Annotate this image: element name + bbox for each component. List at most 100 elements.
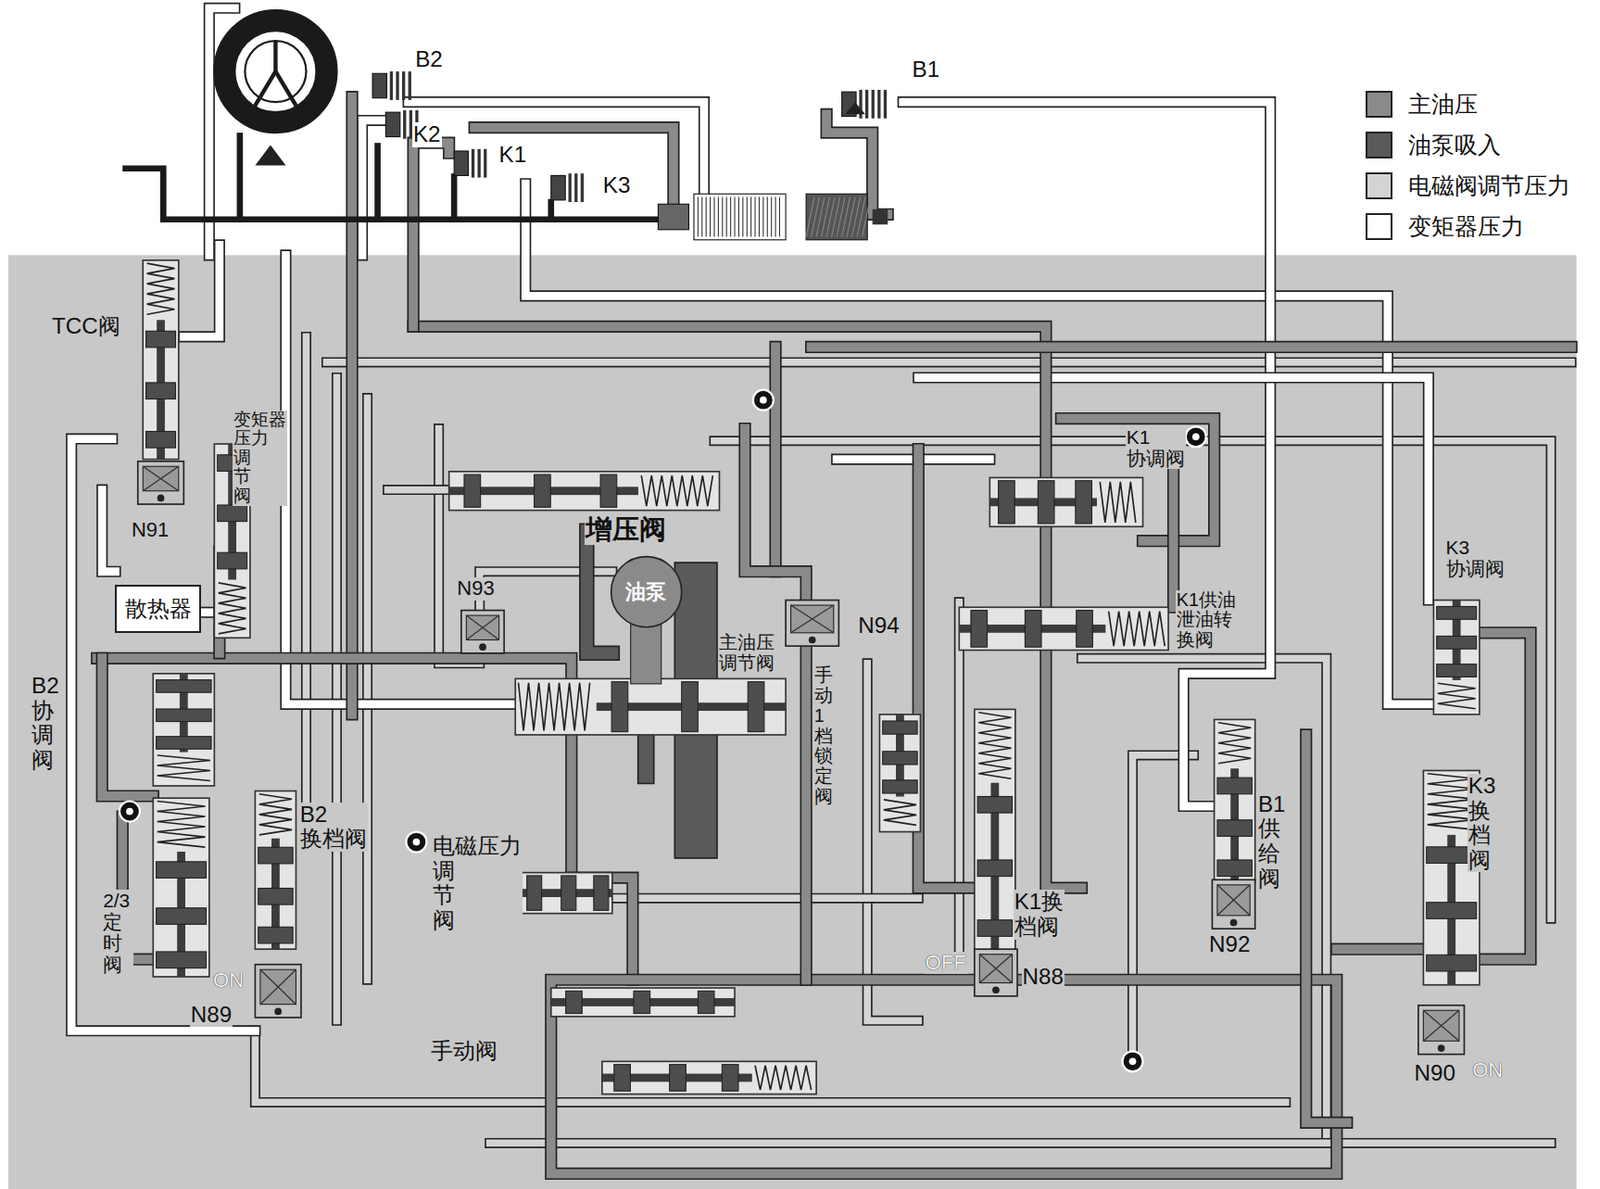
part-label: B2 换档阀 bbox=[299, 802, 368, 852]
valve-land bbox=[258, 926, 293, 944]
clutch-plate bbox=[580, 173, 584, 202]
gear-hatch bbox=[721, 197, 723, 238]
part-label: 手动1档锁定阀 bbox=[813, 665, 834, 807]
solenoid-body bbox=[1418, 1005, 1465, 1055]
valve-land bbox=[633, 990, 651, 1013]
passage-outline bbox=[811, 340, 1572, 353]
valve-land bbox=[1217, 859, 1252, 877]
label-line: K1换 bbox=[1014, 889, 1065, 915]
gear-hatch bbox=[806, 197, 815, 238]
valve-land bbox=[1217, 777, 1252, 794]
gear-hatch bbox=[831, 197, 841, 238]
passage bbox=[551, 979, 1337, 1173]
passage bbox=[525, 183, 1434, 705]
one-way-clutch bbox=[254, 144, 286, 165]
valve-spring bbox=[978, 712, 1011, 780]
valve-land bbox=[1024, 610, 1042, 648]
valve-land bbox=[1076, 610, 1094, 648]
solenoid-coil bbox=[142, 466, 179, 491]
legend-row: 电磁阀调节压力 bbox=[1365, 170, 1571, 202]
label-line: 节 bbox=[432, 882, 522, 908]
passage bbox=[955, 602, 963, 980]
valve-land bbox=[156, 736, 212, 750]
passage-outline bbox=[1306, 734, 1348, 1122]
gear-hatch bbox=[852, 197, 861, 238]
node-text: 油泵 bbox=[625, 580, 667, 604]
gear-hatch bbox=[726, 197, 728, 238]
check-ball bbox=[1185, 426, 1207, 447]
clutch-plate bbox=[865, 89, 869, 119]
check-ball-seat bbox=[413, 838, 421, 846]
solenoid-body bbox=[1211, 879, 1255, 929]
valve-spring bbox=[147, 263, 176, 315]
solenoid-body bbox=[785, 600, 839, 647]
passage bbox=[1045, 525, 1083, 888]
part-label: ON bbox=[212, 969, 245, 992]
part-label: N92 bbox=[1208, 932, 1251, 958]
valve-land bbox=[258, 846, 293, 864]
passage-outline bbox=[768, 346, 782, 571]
gear-hatch bbox=[730, 197, 731, 238]
label-line: 变矩器 bbox=[233, 410, 287, 430]
passage bbox=[101, 490, 115, 572]
part-label: N88 bbox=[1021, 964, 1065, 990]
valve-bore bbox=[449, 471, 720, 511]
valve-land bbox=[998, 480, 1016, 524]
valve-bore bbox=[602, 1060, 817, 1094]
part-label: ON bbox=[1471, 1058, 1504, 1082]
passage-outline bbox=[551, 979, 1337, 1173]
valve-land bbox=[970, 610, 988, 648]
valve-land bbox=[146, 431, 177, 449]
pump-circle: 油泵 bbox=[609, 554, 683, 629]
valve-land bbox=[611, 681, 629, 732]
passage bbox=[1306, 734, 1348, 1122]
feed-line bbox=[451, 173, 458, 220]
passage bbox=[413, 142, 450, 327]
passage-outline bbox=[183, 244, 220, 337]
legend-text: 电磁阀调节压力 bbox=[1408, 170, 1571, 202]
valve-bore bbox=[152, 797, 210, 977]
passage-outline bbox=[201, 606, 215, 618]
solenoid-cross bbox=[142, 466, 179, 491]
valve-body-panel bbox=[8, 254, 1577, 1189]
check-ball bbox=[753, 390, 774, 411]
valve-land bbox=[146, 330, 177, 348]
gear-hatch bbox=[821, 197, 831, 238]
valve-land bbox=[1217, 819, 1252, 837]
passage bbox=[183, 244, 220, 337]
valve-land bbox=[217, 552, 248, 569]
clutch-plate bbox=[390, 71, 393, 101]
gear-hatch bbox=[762, 197, 764, 238]
passage-outline bbox=[490, 1137, 1551, 1148]
stator-vane bbox=[275, 71, 306, 123]
gear-hatch bbox=[856, 197, 866, 238]
passage bbox=[364, 398, 372, 981]
clutch-piston bbox=[551, 175, 566, 200]
solenoid-body bbox=[254, 964, 302, 1018]
passage-outline bbox=[362, 120, 383, 255]
passage bbox=[362, 120, 383, 255]
clutch-plate bbox=[871, 89, 875, 119]
part-label: B2 bbox=[414, 47, 444, 73]
clutch-plate bbox=[403, 110, 406, 139]
gear-hatch bbox=[836, 197, 845, 238]
valve-spring bbox=[1108, 611, 1166, 646]
part-label: N91 bbox=[130, 518, 170, 542]
part-label: 变矩器 压力 调 节 阀 bbox=[232, 410, 288, 506]
valve-land bbox=[1426, 954, 1477, 971]
check-ball bbox=[405, 831, 427, 853]
label-line: 协调阀 bbox=[1446, 557, 1505, 580]
passage bbox=[612, 894, 919, 902]
gear-hatch bbox=[758, 197, 760, 238]
valve-spring bbox=[259, 793, 292, 835]
passage-outline bbox=[362, 398, 373, 981]
check-ball-seat bbox=[125, 807, 134, 816]
solenoid-port bbox=[1230, 919, 1238, 927]
part-label: K1 协调阀 bbox=[1125, 426, 1186, 469]
oil-passages bbox=[71, 8, 1572, 1174]
part-label: K3换档阀 bbox=[1467, 773, 1500, 873]
valve-land bbox=[464, 474, 481, 507]
check-ball-seat bbox=[1192, 432, 1200, 441]
valve-land bbox=[614, 1064, 631, 1092]
gear-hatch bbox=[767, 197, 769, 238]
